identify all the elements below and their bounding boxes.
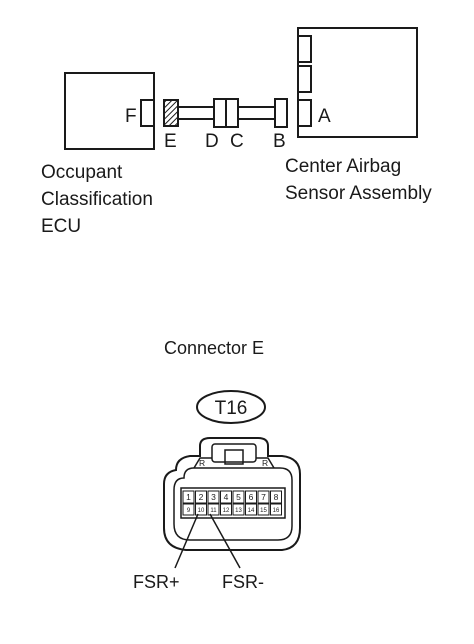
ecu-label-line-2: Classification	[41, 189, 153, 210]
connector-latch-tab	[193, 457, 275, 469]
connector-b-label: B	[273, 131, 286, 152]
connector-code: T16	[215, 398, 248, 419]
pin-cell	[207, 490, 220, 504]
connector-f-label: F	[125, 106, 137, 127]
pin-number: 14	[248, 508, 255, 514]
ecu-label-line-3: ECU	[41, 216, 81, 237]
fsr-plus-leader	[174, 513, 199, 569]
connector-d-label: D	[205, 131, 219, 152]
pin-cell	[232, 503, 245, 516]
ecu-label-line-1: Occupant	[41, 162, 123, 183]
connector-c	[225, 98, 239, 128]
center-airbag-sensor-box	[297, 27, 418, 138]
pin-number: 8	[274, 492, 279, 502]
pin-number: 9	[187, 508, 191, 514]
latch-marking: R	[262, 458, 268, 468]
pin-number: 16	[273, 508, 280, 514]
pin-cell	[195, 490, 207, 504]
pin-number: 12	[223, 508, 230, 514]
pin-number: 11	[210, 508, 217, 514]
pin-cell	[220, 490, 232, 504]
pin-number: 6	[249, 492, 254, 502]
pin-cell	[270, 490, 282, 504]
latch-marking: R	[199, 458, 205, 468]
pin-cell	[245, 490, 257, 504]
connector-c-label: C	[230, 131, 244, 152]
sensor-connector-slot	[297, 35, 312, 63]
pin-number: 2	[199, 492, 204, 502]
pin-number: 15	[260, 508, 267, 514]
pin-number: 4	[224, 492, 229, 502]
pin-number: 1	[186, 492, 191, 502]
connector-latch-tab	[224, 449, 244, 465]
connector-code-badge	[196, 390, 266, 424]
pin-cell	[182, 490, 195, 504]
pin-cell	[257, 503, 270, 516]
pin-number: 13	[235, 508, 242, 514]
pin-cell	[195, 503, 207, 516]
connector-e-label: E	[164, 131, 177, 152]
pin-cell	[220, 503, 232, 516]
pin-cell	[257, 490, 270, 504]
connector-latch	[211, 443, 257, 463]
pin-cell	[245, 503, 257, 516]
pin-cell	[232, 490, 245, 504]
connector-housing-outer	[163, 437, 301, 551]
pin-area	[180, 487, 286, 519]
connector-e	[163, 99, 179, 127]
pin-number: 10	[198, 508, 205, 514]
fsr-minus-leader	[209, 513, 241, 569]
connector-d	[213, 98, 227, 128]
fsr-minus-label: FSR-	[222, 572, 264, 592]
pin-cell	[270, 503, 282, 516]
connector-b	[274, 98, 288, 128]
connector-view-title: Connector E	[164, 338, 264, 358]
pin-cell	[182, 503, 195, 516]
fsr-plus-label: FSR+	[133, 572, 180, 592]
sensor-label-line-1: Center Airbag	[285, 156, 401, 177]
connector-f	[140, 99, 155, 127]
pin-cell	[207, 503, 220, 516]
pin-row-bottom: 9 10 11 12 13 14 15 16	[182, 503, 282, 516]
pin-number: 3	[211, 492, 216, 502]
connector-a	[297, 99, 312, 127]
pin-number: 7	[261, 492, 266, 502]
sensor-label-line-2: Sensor Assembly	[285, 183, 432, 204]
connector-a-label: A	[318, 106, 331, 127]
sensor-connector-slot	[297, 65, 312, 93]
pin-number: 5	[236, 492, 241, 502]
connector-housing-inner	[173, 467, 293, 541]
